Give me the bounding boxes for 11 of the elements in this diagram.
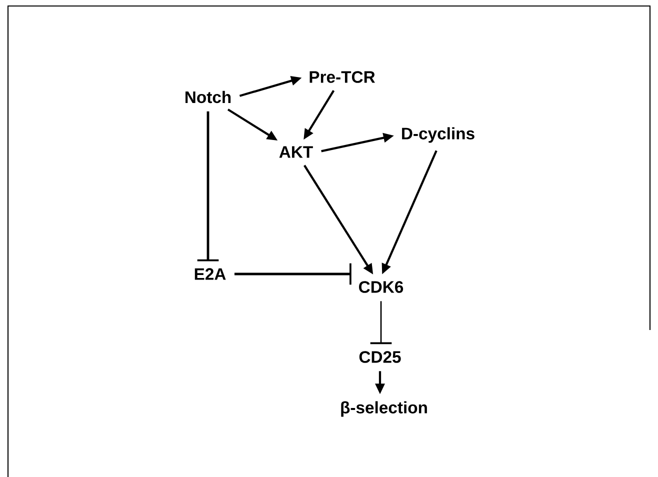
node-label: D-cyclins <box>402 127 474 143</box>
node-label: Pre-TCR <box>310 71 375 83</box>
node-label: E2A <box>194 268 226 280</box>
arrow <box>370 301 392 344</box>
node-label: CD25 <box>359 351 401 363</box>
node-label: AKT <box>279 146 313 158</box>
node-label: Notch <box>186 90 231 104</box>
arrow <box>197 111 219 262</box>
arrow <box>234 263 352 285</box>
node-label: β-selection <box>341 401 427 417</box>
node-label: CDK6 <box>359 281 404 293</box>
